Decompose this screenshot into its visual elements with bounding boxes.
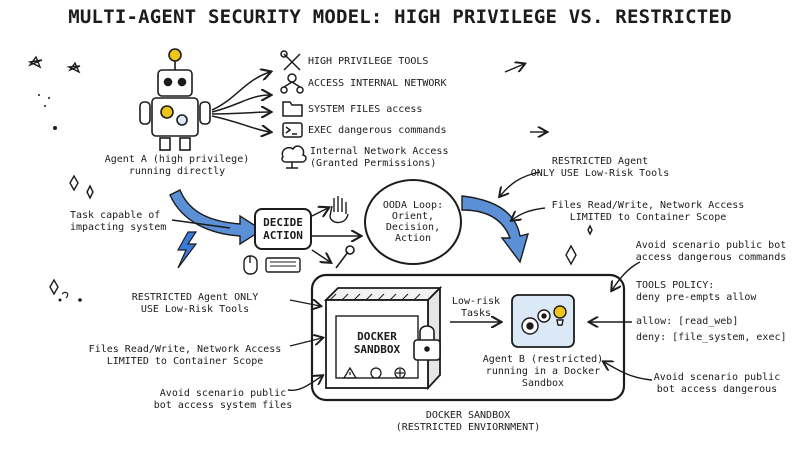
hazard-icons bbox=[342, 366, 406, 379]
left-avoid-note: Avoid scenario public bot access system … bbox=[153, 388, 293, 411]
tool-fan-arrows bbox=[211, 72, 270, 132]
diagram-title: MULTI-AGENT SECURITY MODEL: HIGH PRIVILE… bbox=[68, 6, 732, 28]
decor-dots bbox=[58, 291, 82, 302]
annotation-arrows-top bbox=[500, 171, 641, 290]
ooda-loop-label: OODA Loop: Orient, Decision, Action bbox=[382, 200, 444, 244]
policy-arrows bbox=[590, 322, 653, 381]
tool-item-label: EXEC dangerous commands bbox=[308, 125, 447, 136]
tool-item-label: ACCESS INTERNAL NETWORK bbox=[308, 78, 447, 89]
left-note-arrows bbox=[287, 300, 322, 391]
robot-agent-a-icon bbox=[139, 48, 211, 151]
network-icon bbox=[280, 73, 304, 94]
tool-item-label: SYSTEM FILES access bbox=[308, 104, 423, 115]
decide-arrows bbox=[311, 208, 360, 262]
folder-icon bbox=[282, 101, 303, 117]
low-risk-tasks-label: Low-risk Tasks bbox=[451, 296, 501, 319]
cloud-network-icon bbox=[281, 145, 307, 169]
lightning-bolt-icon bbox=[176, 231, 198, 269]
tool-item-label: Internal Network Access (Granted Permiss… bbox=[310, 146, 449, 169]
restricted-agent-note: RESTRICTED Agent ONLY USE Low-Risk Tools bbox=[530, 156, 670, 179]
tools-policy-heading: TOOLS POLICY: deny pre-empts allow bbox=[636, 280, 757, 303]
mouse-keyboard-icon bbox=[243, 255, 301, 275]
files-access-note: Files Read/Write, Network Access LIMITED… bbox=[551, 200, 745, 223]
ooda-loop-circle bbox=[364, 179, 462, 265]
wrench-icon bbox=[335, 245, 355, 269]
task-arrow bbox=[171, 219, 231, 229]
padlock-icon bbox=[413, 325, 441, 361]
sparkle-icon bbox=[27, 55, 81, 130]
avoid-dangerous-commands-note: Avoid scenario public bot access dangero… bbox=[635, 240, 787, 263]
ooda-to-agent-b-arrow bbox=[461, 195, 530, 264]
hand-icon bbox=[329, 196, 349, 224]
tools-policy-allow: allow: [read_web] bbox=[636, 316, 739, 327]
left-restricted-note: RESTRICTED Agent ONLY USE Low-Risk Tools bbox=[131, 292, 259, 315]
sparkle-icon bbox=[49, 174, 593, 296]
terminal-icon bbox=[282, 122, 303, 138]
tools-icon bbox=[280, 50, 301, 71]
decide-action-box: DECIDE ACTION bbox=[254, 208, 312, 250]
tool-item-label: HIGH PRIVILEGE TOOLS bbox=[308, 56, 429, 67]
decorative-arrows bbox=[504, 64, 546, 132]
sandbox-caption: DOCKER SANDBOX (RESTRICTED ENVIORNMENT) bbox=[395, 410, 541, 433]
task-label: Task capable of impacting system bbox=[70, 210, 167, 233]
docker-sandbox-box-label: DOCKER SANDBOX bbox=[353, 330, 401, 356]
agent-b-label: Agent B (restricted) running in a Docker… bbox=[482, 354, 604, 389]
agent-a-to-decide-arrow bbox=[169, 189, 264, 246]
sandbox-environment-frame bbox=[310, 273, 626, 402]
agent-a-label: Agent A (high privilege) running directl… bbox=[104, 154, 250, 177]
gears-bulb-icon bbox=[521, 305, 567, 335]
avoid-dangerous-note: Avoid scenario public bot access dangero… bbox=[653, 372, 781, 395]
left-files-note: Files Read/Write, Network Access LIMITED… bbox=[88, 344, 282, 367]
tools-policy-deny: deny: [file_system, exec] bbox=[636, 332, 787, 343]
